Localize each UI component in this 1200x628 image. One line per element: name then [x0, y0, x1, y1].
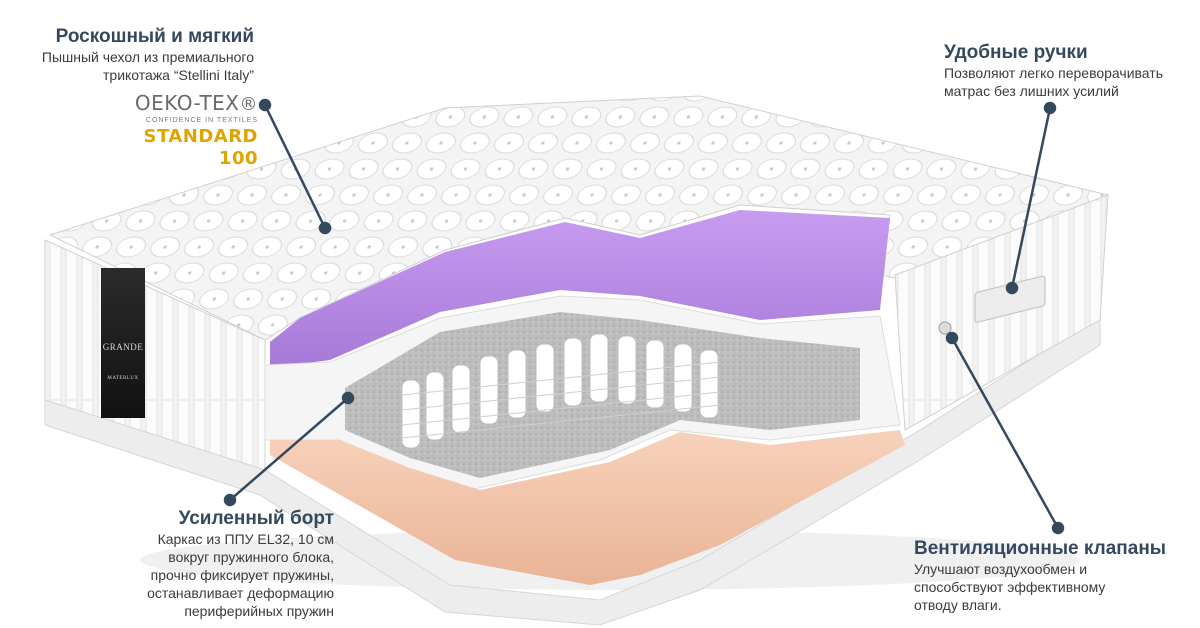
oeko-tex-badge: OEKO-TEX® CONFIDENCE IN TEXTILES STANDAR…: [118, 92, 258, 170]
callout-vents-desc-3: отводу влаги.: [914, 597, 1002, 613]
callout-vents-title: Вентиляционные клапаны: [914, 538, 1167, 559]
base-foam-layer: [270, 430, 905, 585]
callout-luxury-cover: Роскошный и мягкий Пышный чехол из преми…: [10, 26, 254, 84]
mattress-brand-label: GRANDE MATERLUX: [101, 268, 145, 418]
callout-luxury-title: Роскошный и мягкий: [55, 26, 254, 47]
quilted-top-cover: [48, 95, 1110, 341]
memory-foam-layer: [270, 210, 890, 368]
pocket-springs: [401, 333, 719, 449]
callout-border-title: Усиленный борт: [178, 508, 334, 529]
callout-border-desc-1: Каркас из ППУ EL32, 10 см: [157, 531, 334, 547]
leader-lines: [223, 98, 1065, 535]
callout-border-desc-5: периферийных пружин: [184, 603, 334, 619]
callout-handles: Удобные ручки Позволяют легко переворачи…: [944, 42, 1184, 100]
callout-ventilation-valves: Вентиляционные клапаны Улучшают воздухоо…: [914, 538, 1184, 614]
callout-luxury-desc-2: трикотажа “Stellini Italy”: [103, 67, 254, 83]
callout-vents-desc-2: способствуют эффективному: [914, 579, 1106, 595]
spring-coils: [401, 361, 721, 439]
callout-handles-desc-2: матрас без лишних усилий: [944, 83, 1119, 99]
oeko-tex-reg-mark: ®: [239, 94, 258, 115]
oeko-tex-brand: OEKO-TEX®: [118, 92, 258, 116]
mattress-base-rim: [44, 314, 1101, 626]
callout-reinforced-border: Усиленный борт Каркас из ППУ EL32, 10 см…: [110, 508, 334, 620]
callout-border-desc-4: останавливает деформацию: [147, 585, 334, 601]
callout-border-desc-3: прочно фиксирует пружины,: [150, 567, 334, 583]
callout-border-desc-2: вокруг пружинного блока,: [168, 549, 334, 565]
callout-handles-desc-1: Позволяют легко переворачивать: [944, 65, 1163, 81]
mattress-label-brand: GRANDE: [102, 342, 144, 352]
mattress-label-model: MATERLUX: [107, 376, 139, 381]
callout-vents-desc-1: Улучшают воздухообмен и: [914, 561, 1088, 577]
oeko-tex-name: OEKO-TEX: [134, 91, 240, 115]
callout-luxury-desc-1: Пышный чехол из премиального: [41, 49, 254, 65]
ventilation-valve: [938, 321, 952, 335]
oeko-tex-subtitle: CONFIDENCE IN TEXTILES: [145, 117, 258, 124]
oeko-tex-standard: STANDARD 100: [143, 126, 258, 169]
callout-handles-title: Удобные ручки: [944, 42, 1088, 63]
